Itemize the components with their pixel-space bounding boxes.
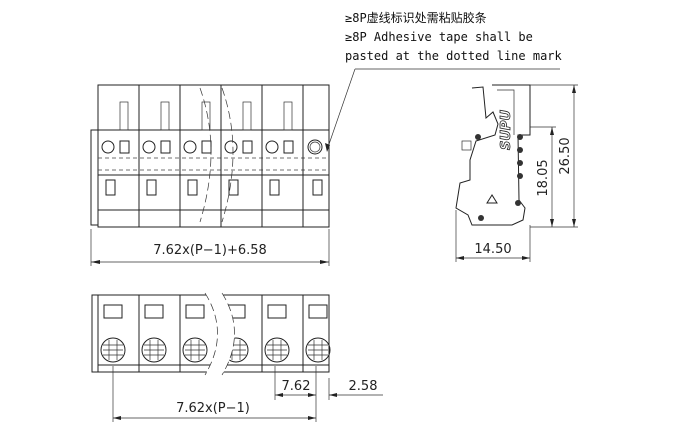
test-port-icon bbox=[146, 179, 157, 196]
front-terminal-module bbox=[220, 85, 253, 227]
latch-window-icon bbox=[103, 304, 123, 319]
test-port-icon bbox=[228, 179, 239, 196]
front-width-dimension: 7.62x(P−1)+6.58 bbox=[153, 243, 267, 258]
arrowhead-icon bbox=[275, 393, 283, 397]
wire-entry-icon bbox=[183, 140, 197, 154]
side-brand-logo: SUPU bbox=[499, 110, 514, 150]
note-leader-line bbox=[326, 68, 356, 151]
arrowhead-icon bbox=[550, 219, 554, 227]
warning-triangle-icon bbox=[486, 194, 498, 204]
side-view: SUPU 14.50 18.05 26.50 bbox=[455, 84, 578, 262]
test-port-icon bbox=[105, 179, 116, 196]
arrowhead-icon bbox=[456, 256, 464, 260]
front-terminal-module bbox=[261, 85, 294, 227]
wire-entry-icon bbox=[265, 140, 279, 154]
screw-head-icon bbox=[182, 337, 208, 363]
note-chinese: ≥8P虚线标识处需粘贴胶条 bbox=[345, 10, 487, 25]
screw-hole-icon bbox=[517, 147, 523, 153]
pitch-dimension: 7.62 bbox=[282, 379, 311, 394]
wire-entry-icon bbox=[224, 140, 238, 154]
total-height-dimension: 26.50 bbox=[558, 137, 573, 174]
side-screw-holes bbox=[475, 134, 523, 221]
screw-slot-icon bbox=[160, 140, 171, 154]
arrowhead-icon bbox=[91, 260, 100, 264]
screw-hole-icon bbox=[515, 200, 521, 206]
side-square-window bbox=[461, 140, 472, 151]
span-dimension: 7.62x(P−1) bbox=[176, 401, 250, 416]
front-terminal-module bbox=[101, 101, 130, 196]
release-lever bbox=[201, 101, 211, 131]
latch-window-icon bbox=[144, 304, 164, 319]
release-lever bbox=[160, 101, 170, 131]
bottom-terminal-module bbox=[179, 295, 208, 372]
wire-entry-icon bbox=[101, 140, 115, 154]
bottom-terminal-module bbox=[138, 295, 167, 372]
arrowhead-icon bbox=[308, 393, 316, 397]
release-lever bbox=[283, 101, 293, 131]
bottom-terminal-module bbox=[261, 295, 290, 372]
test-port-icon bbox=[187, 179, 198, 196]
bottom-terminal-module bbox=[100, 304, 126, 363]
screw-slot-icon bbox=[201, 140, 212, 154]
wire-entry-icon bbox=[142, 140, 156, 154]
screw-head-icon bbox=[100, 337, 126, 363]
front-terminal-module bbox=[138, 85, 171, 227]
bottom-break-gap bbox=[205, 293, 235, 375]
arrowhead-icon bbox=[572, 219, 576, 227]
side-width-dimension: 14.50 bbox=[474, 242, 511, 257]
bottom-break-line bbox=[204, 292, 235, 376]
wire-entry-inner-icon bbox=[309, 141, 321, 153]
screw-head-icon bbox=[305, 337, 331, 363]
test-port-icon bbox=[312, 179, 323, 196]
arrowhead-icon bbox=[113, 416, 121, 420]
front-terminal-module bbox=[302, 85, 323, 227]
release-lever bbox=[119, 101, 129, 131]
arrowhead-icon bbox=[572, 85, 576, 93]
screw-slot-icon bbox=[119, 140, 130, 154]
latch-window-icon bbox=[185, 304, 205, 319]
front-side-flange bbox=[90, 129, 99, 226]
arrowhead-icon bbox=[329, 393, 337, 397]
bottom-side-flange bbox=[91, 294, 99, 373]
edge-dimension: 2.58 bbox=[349, 379, 378, 394]
screw-hole-icon bbox=[517, 160, 523, 166]
side-inner-line bbox=[497, 89, 515, 135]
front-view: 7.62x(P−1)+6.58 bbox=[90, 84, 330, 266]
front-terminal-module bbox=[179, 85, 212, 227]
inner-height-dimension: 18.05 bbox=[536, 159, 551, 196]
screw-hole-icon bbox=[517, 173, 523, 179]
arrowhead-icon bbox=[320, 260, 329, 264]
screw-hole-icon bbox=[517, 134, 523, 140]
front-body-outline bbox=[97, 84, 330, 228]
screw-hole-icon bbox=[478, 215, 484, 221]
note-english-line-1: ≥8P Adhesive tape shall be bbox=[345, 30, 533, 44]
arrowhead-icon bbox=[308, 416, 316, 420]
bottom-view: 7.62 2.58 7.62x(P−1) bbox=[91, 292, 383, 422]
release-lever bbox=[242, 101, 252, 131]
latch-window-icon bbox=[308, 304, 328, 319]
arrowhead-icon bbox=[522, 256, 530, 260]
screw-slot-icon bbox=[242, 140, 253, 154]
screw-head-icon bbox=[141, 337, 167, 363]
test-port-icon bbox=[269, 179, 280, 196]
screw-hole-icon bbox=[475, 134, 481, 140]
bottom-terminal-module bbox=[302, 295, 331, 372]
screw-head-icon bbox=[264, 337, 290, 363]
latch-window-icon bbox=[267, 304, 287, 319]
wire-entry-icon bbox=[307, 139, 323, 155]
screw-slot-icon bbox=[283, 140, 294, 154]
front-break-line bbox=[199, 87, 234, 223]
arrowhead-icon bbox=[550, 127, 554, 135]
note-english-line-2: pasted at the dotted line mark bbox=[345, 49, 563, 63]
adhesive-tape-note: ≥8P虚线标识处需粘贴胶条 ≥8P Adhesive tape shall be… bbox=[325, 10, 563, 152]
side-profile-outline bbox=[455, 84, 531, 226]
